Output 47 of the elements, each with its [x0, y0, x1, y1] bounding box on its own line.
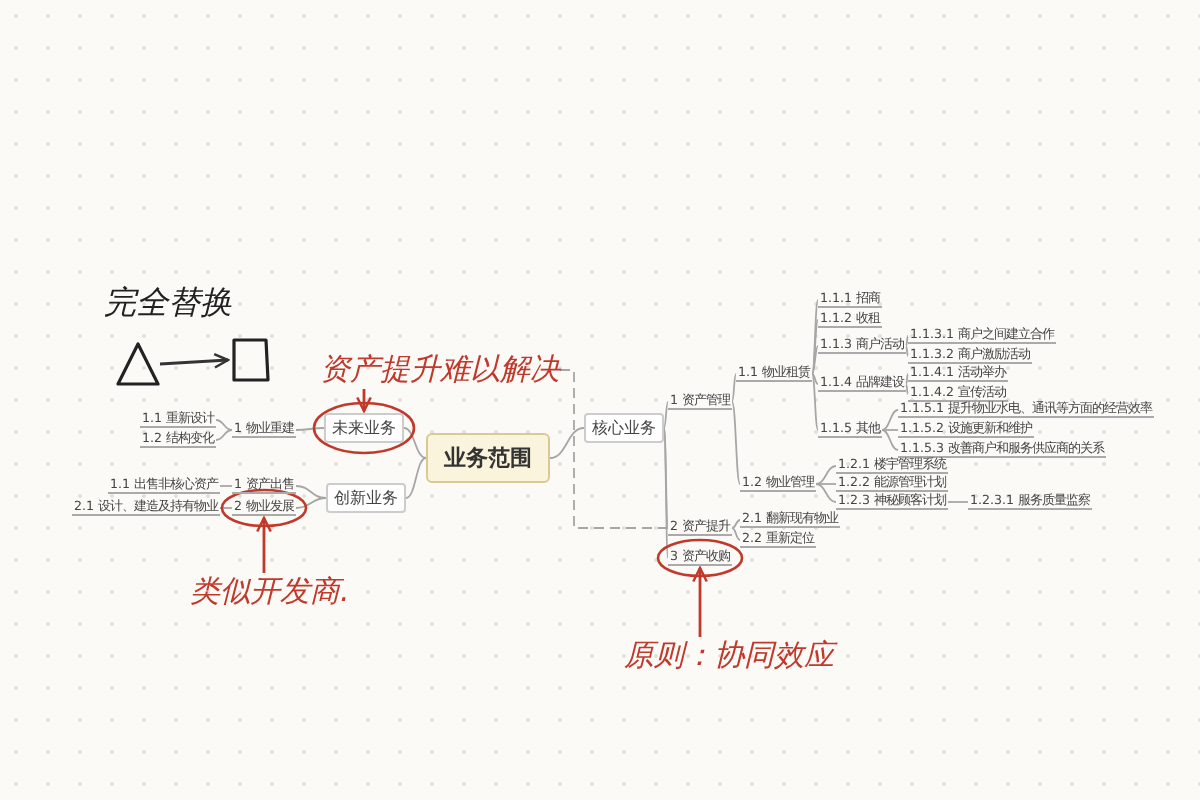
handwritten-note: 资产提升难以解决 — [320, 351, 560, 389]
branch-line — [811, 319, 819, 375]
branch-line — [905, 373, 909, 385]
branch-line — [881, 429, 899, 451]
handwritten-note: 类似开发商. — [190, 573, 350, 611]
square-drawing — [228, 336, 272, 384]
branch-line — [731, 401, 741, 485]
branch-line — [219, 485, 233, 487]
branch-line — [219, 507, 233, 509]
branch-line — [663, 401, 669, 429]
branch-line — [663, 427, 669, 559]
handwritten-note: 完全替换 — [104, 283, 232, 325]
branch-line — [295, 485, 327, 499]
handwritten-note: 原则：协同效应 — [624, 637, 834, 675]
topic-box: 核心业务 — [584, 413, 664, 443]
center-topic-box: 业务范围 — [426, 433, 550, 483]
arrow — [356, 389, 372, 413]
arrow — [159, 352, 230, 369]
branch-line — [215, 429, 233, 441]
branch-line — [815, 483, 837, 503]
topic-box: 未来业务 — [324, 413, 404, 443]
arrow — [692, 566, 708, 637]
branch-line — [815, 483, 837, 485]
branch-line — [815, 465, 837, 485]
branch-line — [403, 427, 427, 459]
branch-line — [811, 345, 819, 375]
branch-line — [905, 383, 909, 395]
branch-line — [811, 373, 819, 431]
branch-line — [405, 457, 427, 499]
branch-line — [731, 373, 737, 403]
branch-line — [295, 497, 327, 509]
branch-line — [549, 427, 585, 459]
arrow — [256, 516, 272, 573]
branch-line — [881, 409, 899, 431]
branch-line — [905, 345, 909, 357]
branch-line — [731, 519, 741, 529]
branch-line — [811, 373, 819, 385]
triangle-drawing — [116, 340, 160, 388]
branch-line — [215, 419, 233, 431]
topic-box: 创新业务 — [326, 483, 406, 513]
dashed-line — [559, 369, 669, 529]
branch-line — [811, 299, 819, 375]
branch-line — [731, 527, 741, 541]
branch-line — [881, 429, 899, 431]
branch-line — [905, 335, 909, 347]
branch-line — [295, 427, 325, 431]
branch-line — [947, 501, 969, 503]
